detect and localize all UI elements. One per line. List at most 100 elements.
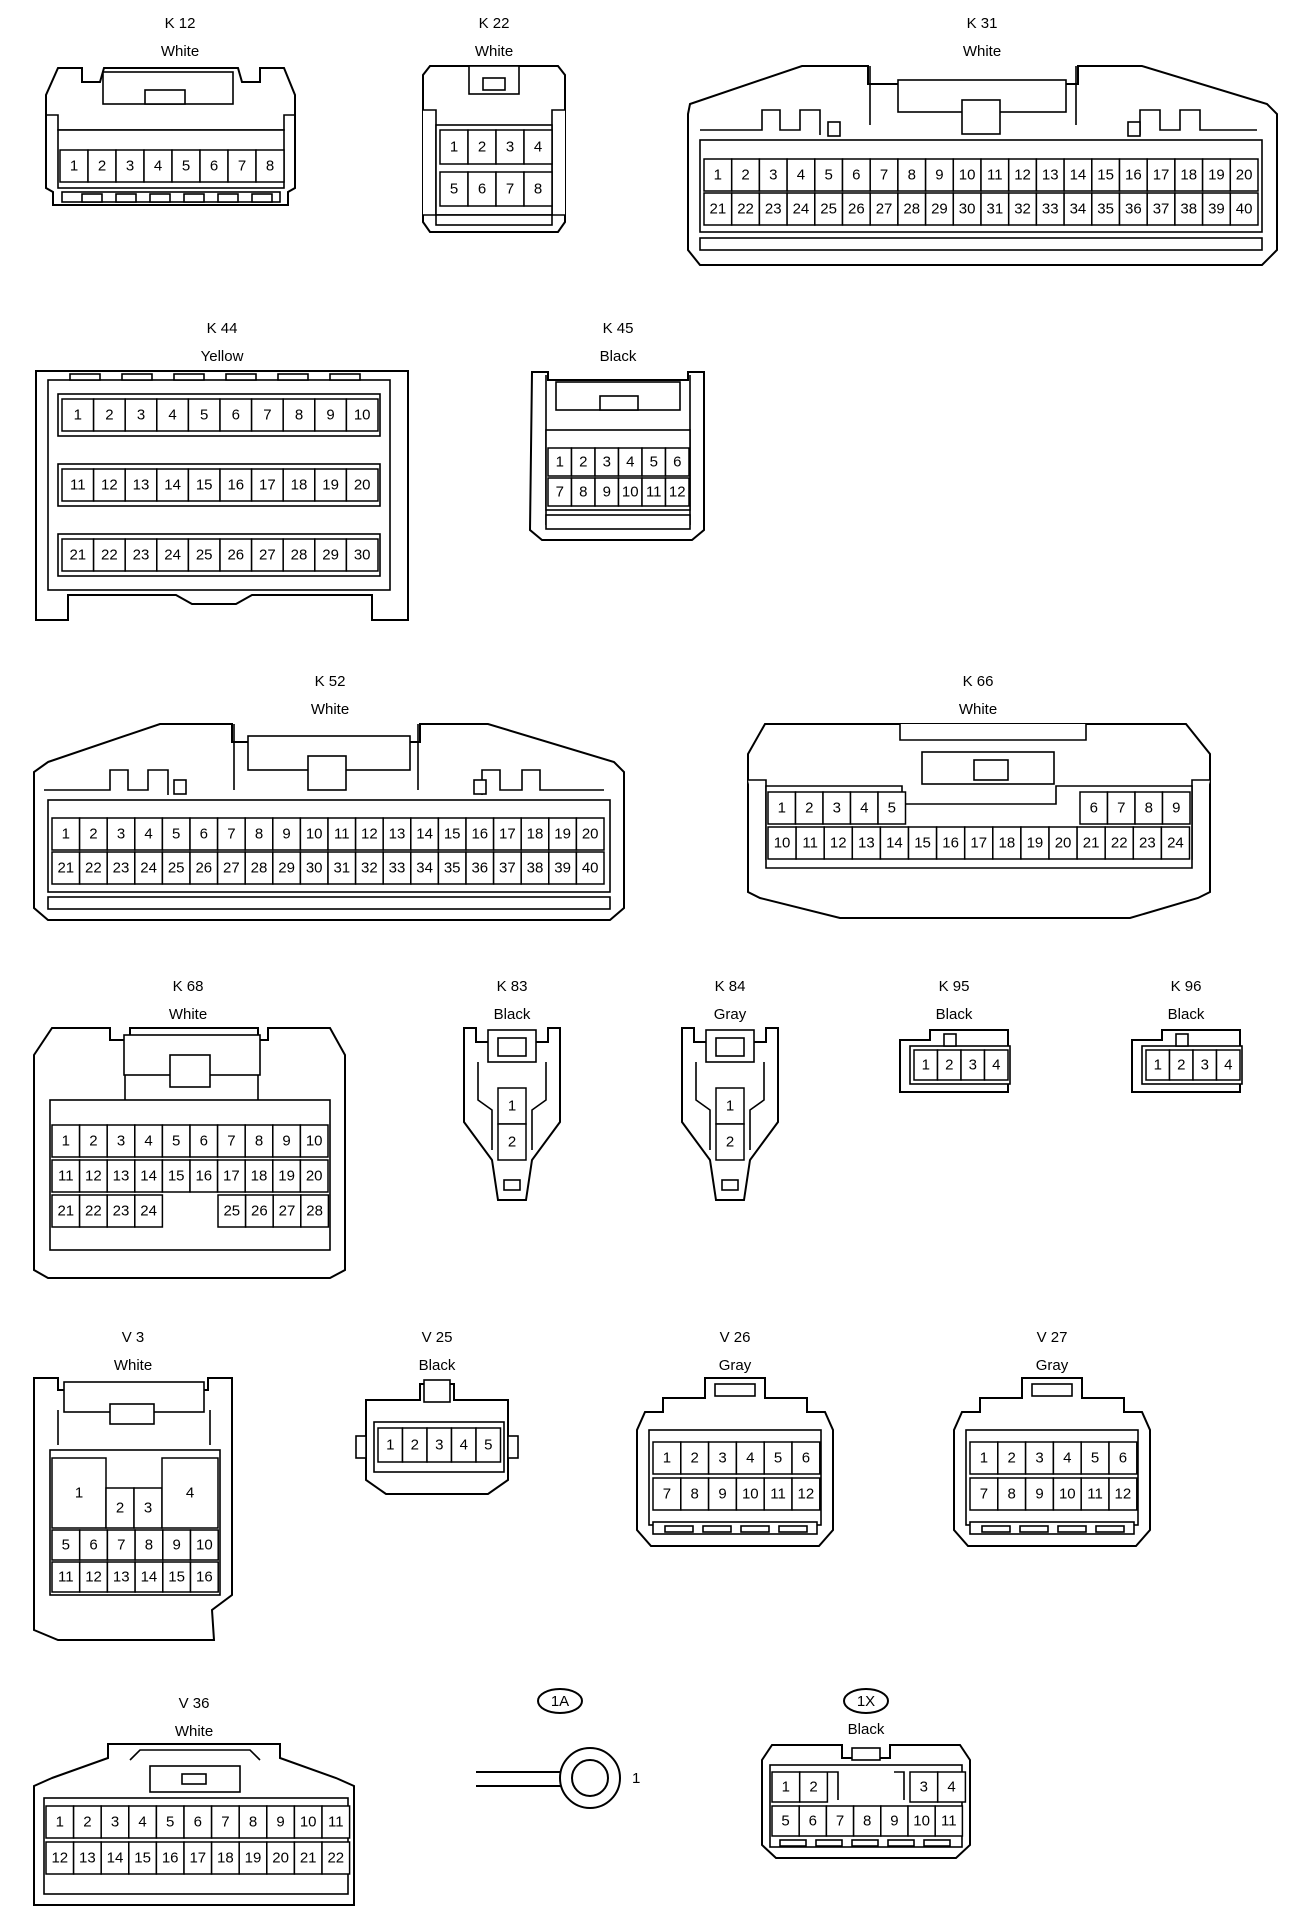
pin-8: 8 [249, 1814, 257, 1831]
connector-name: K 12 [165, 15, 196, 32]
pin-3: 3 [126, 158, 134, 175]
pin-25: 25 [223, 1203, 240, 1220]
pin-7: 7 [663, 1486, 671, 1503]
pin-1: 1 [386, 1437, 394, 1454]
connector-name: K 95 [939, 978, 970, 995]
pin-4: 4 [1224, 1057, 1232, 1074]
connector-name: 1A [551, 1693, 569, 1710]
pin-31: 31 [333, 860, 350, 877]
pin-28: 28 [251, 860, 268, 877]
pin-6: 6 [1119, 1450, 1127, 1467]
connector-color: Black [1168, 1006, 1205, 1023]
connector-name: 1X [857, 1693, 875, 1710]
connector-1A: 1A 1 [476, 1688, 640, 1809]
pin-2: 2 [89, 826, 97, 843]
pin-15: 15 [168, 1168, 185, 1185]
pin-15: 15 [168, 1569, 185, 1586]
pin-37: 37 [499, 860, 516, 877]
pin-9: 9 [326, 407, 334, 424]
pin-20: 20 [1055, 835, 1072, 852]
pin-19: 19 [322, 477, 339, 494]
pin-1: 1 [75, 1485, 83, 1502]
pin-4: 4 [138, 1814, 146, 1831]
pin-11: 11 [941, 1813, 957, 1830]
pin-6: 6 [200, 826, 208, 843]
pin-13: 13 [133, 477, 150, 494]
pin-10: 10 [354, 407, 371, 424]
pin-29: 29 [931, 201, 948, 218]
pin-8: 8 [266, 158, 274, 175]
pin-32: 32 [1014, 201, 1031, 218]
pin-29: 29 [322, 547, 339, 564]
pin-40: 40 [582, 860, 599, 877]
pin-28: 28 [903, 201, 920, 218]
pin-12: 12 [101, 477, 118, 494]
pin-8: 8 [1145, 800, 1153, 817]
pin-24: 24 [793, 201, 810, 218]
pin-7: 7 [506, 181, 514, 198]
pin-6: 6 [194, 1814, 202, 1831]
pin-12: 12 [830, 835, 847, 852]
pin-3: 3 [969, 1057, 977, 1074]
pin-10: 10 [1059, 1486, 1076, 1503]
pin-1: 1 [450, 139, 458, 156]
pin-12: 12 [798, 1486, 815, 1503]
pin-30: 30 [354, 547, 371, 564]
pin-2: 2 [809, 1779, 817, 1796]
pin-1: 1 [56, 1814, 64, 1831]
pin-7: 7 [836, 1813, 844, 1830]
pin-24: 24 [164, 547, 181, 564]
pin-24: 24 [1167, 835, 1184, 852]
pin-18: 18 [251, 1168, 268, 1185]
pin-20: 20 [306, 1168, 323, 1185]
pin-2: 2 [945, 1057, 953, 1074]
pin-23: 23 [113, 1203, 130, 1220]
pin-17: 17 [223, 1168, 240, 1185]
pin-27: 27 [223, 860, 240, 877]
pin-9: 9 [282, 826, 290, 843]
pin-30: 30 [306, 860, 323, 877]
connector-name: K 83 [497, 978, 528, 995]
pin-2: 2 [579, 454, 587, 471]
pin-2: 2 [89, 1133, 97, 1150]
pin-11: 11 [987, 167, 1003, 184]
pin-4: 4 [460, 1437, 468, 1454]
pin-10: 10 [306, 1133, 323, 1150]
pin-11: 11 [802, 835, 818, 852]
pin-14: 14 [141, 1569, 158, 1586]
pin-9: 9 [276, 1814, 284, 1831]
pin-12: 12 [85, 1168, 102, 1185]
connector-name: K 68 [173, 978, 204, 995]
pin-19: 19 [1027, 835, 1044, 852]
pin-1: 1 [778, 800, 786, 817]
pin-5: 5 [200, 407, 208, 424]
pin-16: 16 [196, 1569, 213, 1586]
pin-4: 4 [168, 407, 176, 424]
pin-5: 5 [166, 1814, 174, 1831]
pin-2: 2 [1177, 1057, 1185, 1074]
pin-6: 6 [478, 181, 486, 198]
pin-32: 32 [361, 860, 378, 877]
pin-2: 2 [83, 1814, 91, 1831]
pin-19: 19 [554, 826, 571, 843]
pin-1: 1 [632, 1770, 640, 1787]
connector-color: White [175, 1723, 213, 1740]
pin-23: 23 [133, 547, 150, 564]
pin-13: 13 [858, 835, 875, 852]
pin-7: 7 [221, 1814, 229, 1831]
pin-12: 12 [1014, 167, 1031, 184]
pin-7: 7 [980, 1486, 988, 1503]
pin-2: 2 [508, 1134, 516, 1151]
pin-14: 14 [1070, 167, 1087, 184]
pin-16: 16 [227, 477, 244, 494]
pin-5: 5 [824, 167, 832, 184]
pin-1: 1 [556, 454, 564, 471]
pin-1: 1 [782, 1779, 790, 1796]
pin-17: 17 [1153, 167, 1170, 184]
pin-27: 27 [259, 547, 276, 564]
pin-26: 26 [227, 547, 244, 564]
